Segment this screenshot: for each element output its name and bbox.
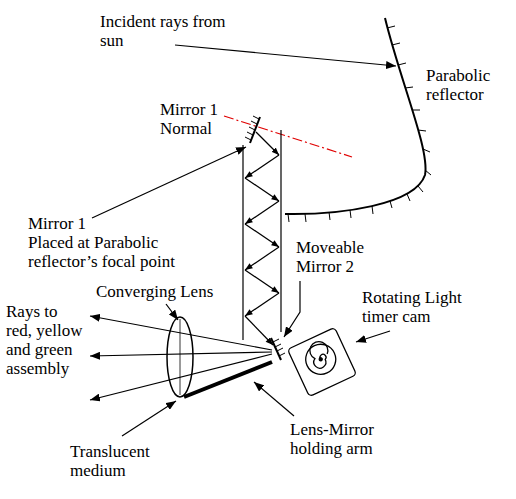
callout-label-box: Mirror 1 Normal [160, 100, 236, 138]
callout-label-box: Moveable Mirror 2 [296, 238, 372, 276]
callout-label-box: Parabolic reflector [426, 66, 498, 104]
mirror-2-hatching [273, 339, 285, 356]
leader-lines [92, 147, 390, 436]
callout-label: Rays to red, yellow and green assembly [6, 302, 82, 378]
reflector-hatching [288, 26, 431, 222]
callout-label: Mirror 1 Placed at Parabolic reflector’s… [28, 214, 175, 271]
callout-label: Parabolic reflector [426, 66, 490, 104]
output-rays [90, 316, 272, 400]
callout-label-box: Incident rays from sun [100, 12, 240, 50]
incident-ray [175, 45, 396, 66]
callout-label: Rotating Light timer cam [362, 288, 462, 326]
mirror-1 [250, 117, 260, 143]
timer-cam [287, 327, 356, 396]
zigzag-rays [245, 132, 279, 345]
lens-axis [180, 319, 181, 395]
callout-label-box: Translucent medium [70, 442, 162, 480]
mirror-1-hatching [245, 116, 259, 140]
light-guide-wall [242, 145, 243, 340]
converging-lens [167, 317, 193, 397]
callout-label-box: Converging Lens [96, 282, 213, 301]
callout-label: Moveable Mirror 2 [296, 238, 364, 276]
parabolic-reflector [285, 18, 426, 214]
callout-label: Lens-Mirror holding arm [290, 420, 374, 458]
callout-label: Incident rays from sun [100, 12, 226, 50]
holding-arm [184, 362, 272, 397]
callout-label-box: Mirror 1 Placed at Parabolic reflector’s… [28, 214, 180, 271]
callout-label: Mirror 1 Normal [160, 100, 218, 138]
mirror-2 [271, 338, 281, 360]
light-guide-wall [280, 130, 281, 332]
callout-label: Converging Lens [96, 282, 213, 301]
wrap-spacer [100, 214, 180, 215]
callout-label-box: Lens-Mirror holding arm [290, 420, 386, 458]
callout-label-box: Rays to red, yellow and green assembly [6, 302, 85, 378]
callout-label: Translucent medium [70, 442, 150, 480]
callout-label-box: Rotating Light timer cam [362, 288, 478, 326]
